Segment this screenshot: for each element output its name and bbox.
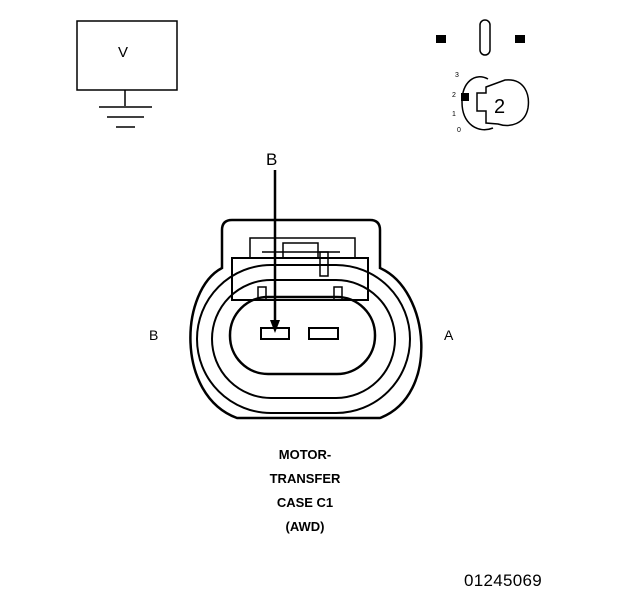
caption-line: TRANSFER (269, 471, 341, 486)
connector-face (189, 218, 423, 420)
cavity-a (308, 327, 339, 340)
meter-label: V (118, 44, 129, 61)
caption-line: CASE C1 (276, 495, 334, 510)
caption-line: (AWD) (285, 519, 325, 534)
selector-tick-0: 0 (457, 127, 461, 134)
selector-knob-icon (461, 76, 530, 131)
caption-line: MOTOR- (278, 447, 332, 462)
voltmeter-icon (76, 20, 178, 128)
selector-value: 2 (494, 96, 506, 118)
probe-arrow (270, 170, 280, 333)
test-lead-icon (436, 19, 525, 56)
selector-tick-1: 1 (452, 111, 456, 118)
probe-pin-label: B (266, 150, 278, 169)
selector-tick-3: 3 (455, 72, 459, 79)
cavity-a-label: A (444, 327, 454, 343)
cavity-b-label: B (149, 327, 159, 343)
figure-number: 01245069 (463, 571, 542, 590)
connector-caption: MOTOR- TRANSFER CASE C1 (AWD) (210, 443, 400, 539)
selector-tick-2: 2 (452, 92, 456, 99)
